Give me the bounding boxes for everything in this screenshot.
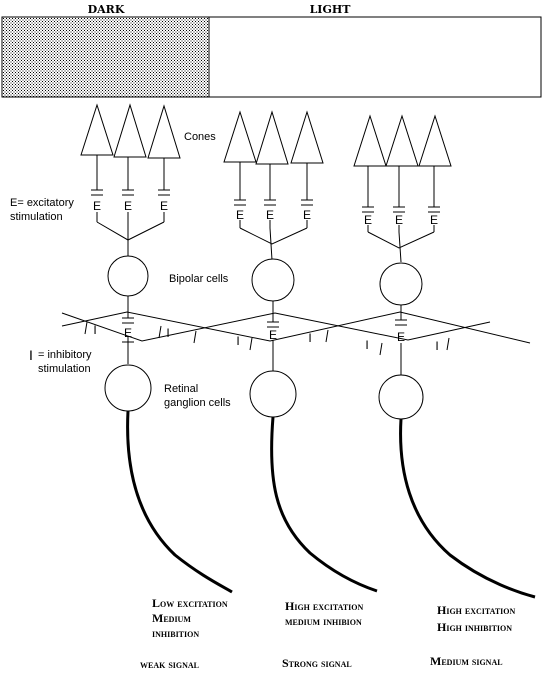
synapse-i-5: I [365,338,368,352]
cone-2c [290,110,324,164]
inhibitory-synapse-labels: I I I I I I [93,323,438,353]
excitatory-legend-line1: E= excitatory [10,197,74,209]
cone-1-convergence [96,221,165,258]
result-captions: Low excitation Medium inhibition weak si… [140,596,515,671]
ganglion-cell-3 [378,374,424,420]
bipolar-label: Bipolar cells [169,273,229,285]
dark-region [1,16,210,98]
synapse-e-2b: E [266,208,274,222]
synapse-e-3c: E [430,213,438,227]
column-1 [80,103,233,594]
ganglion-cell-2 [249,370,297,418]
synapse-e-1b: E [124,199,132,213]
col3-signal: Medium signal [430,654,503,668]
synapse-e-3a: E [364,213,372,227]
cone-3c [418,114,452,167]
cone-3a [353,114,387,167]
ganglion-axon-3 [399,418,536,599]
lateral-line-upper [61,312,491,342]
inhibitory-legend-symbol: I [29,347,33,363]
lateral-inhibition-lines [61,311,531,344]
light-dark-panel: DARK LIGHT [1,3,542,98]
inhibitory-legend-line2: stimulation [38,363,91,375]
synapse-e-2c: E [303,208,311,222]
dark-label: DARK [88,3,125,16]
synapse-e-3b: E [395,213,403,227]
col1-signal: weak signal [140,657,199,671]
bipolar-cell-3 [379,262,423,306]
cones-label: Cones [184,131,216,143]
cone-2-convergence [239,227,308,261]
col2-result-line2: medium inhibion [285,614,362,628]
cone-1b [113,103,147,158]
synapse-i-3: I [236,334,239,348]
excitatory-synapse-labels: E E E E E E E E E E E E [93,199,438,344]
ganglion-axon-2 [270,416,378,593]
col3-result-line2: High inhibition [437,620,512,634]
column-3 [353,114,536,599]
synapse-e-2a: E [236,208,244,222]
synapse-e-1a: E [93,199,101,213]
cone-1c [147,104,181,159]
ganglion-cell-1 [104,364,152,412]
cone-3-convergence [367,231,435,263]
ganglion-axon-1 [126,410,233,594]
synapse-i-6: I [435,339,438,353]
cone-1a [80,103,114,156]
ganglion-label-line1: Retinal [164,383,198,395]
synapse-e-bipolar-3: E [397,330,405,344]
bipolar-cell-2 [251,258,295,302]
column-2 [223,110,378,593]
synapse-i-4: I [308,331,311,345]
col1-result-line2: Medium [152,611,191,625]
col3-result-line1: High excitation [437,603,515,617]
bipolar-cell-1 [107,255,149,297]
synapse-e-bipolar-2: E [269,328,277,342]
col1-result-line1: Low excitation [152,596,228,610]
light-label: LIGHT [310,3,352,16]
col1-result-line3: inhibition [152,626,199,640]
synapse-e-bipolar-1: E [124,326,132,340]
cone-3b [385,114,419,167]
light-region [208,16,542,98]
excitatory-legend-line2: stimulation [10,211,63,223]
cone-2a [223,110,257,163]
inhibitory-synapse-marks [84,321,450,356]
synapse-i-2: I [166,326,169,340]
cone-2b [255,110,289,165]
col2-signal: Strong signal [282,656,352,670]
inhibitory-legend-line1: = inhibitory [38,349,92,361]
synapse-e-1c: E [160,199,168,213]
legend-labels: Cones E= excitatory stimulation Bipolar … [10,131,231,409]
col2-result-line1: High excitation [285,599,363,613]
synapse-i-1: I [93,323,96,337]
lateral-line-lower [61,311,531,344]
ganglion-label-line2: ganglion cells [164,397,231,409]
